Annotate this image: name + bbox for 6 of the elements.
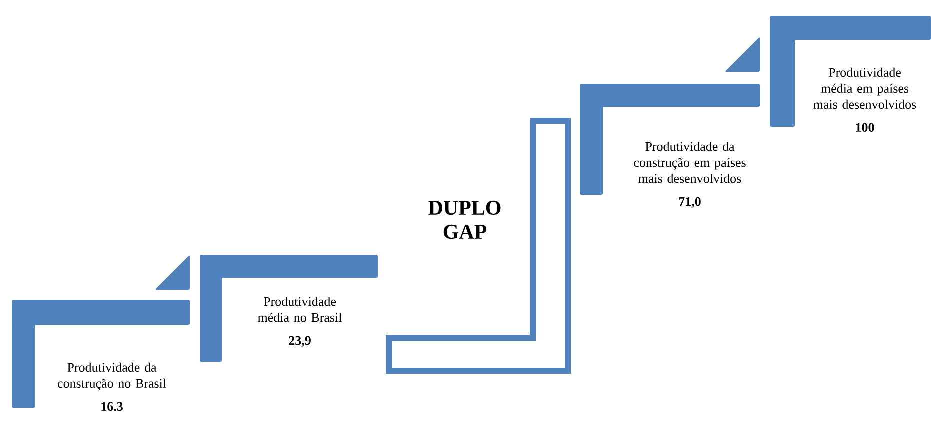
- node-label: 71,0: [679, 197, 701, 208]
- step-block: Produtividade da construção em países mais desenvolvidos 71,0: [580, 84, 760, 208]
- step-block: Produtividade da construção no Brasil 16.3: [12, 300, 190, 412]
- gap-step-outline: DUPLO GAP: [386, 118, 571, 374]
- step-block: Produtividade média no Brasil 23,9: [200, 255, 378, 362]
- step-block: Produtividade média em países mais desenvolvidos 100: [770, 16, 931, 132]
